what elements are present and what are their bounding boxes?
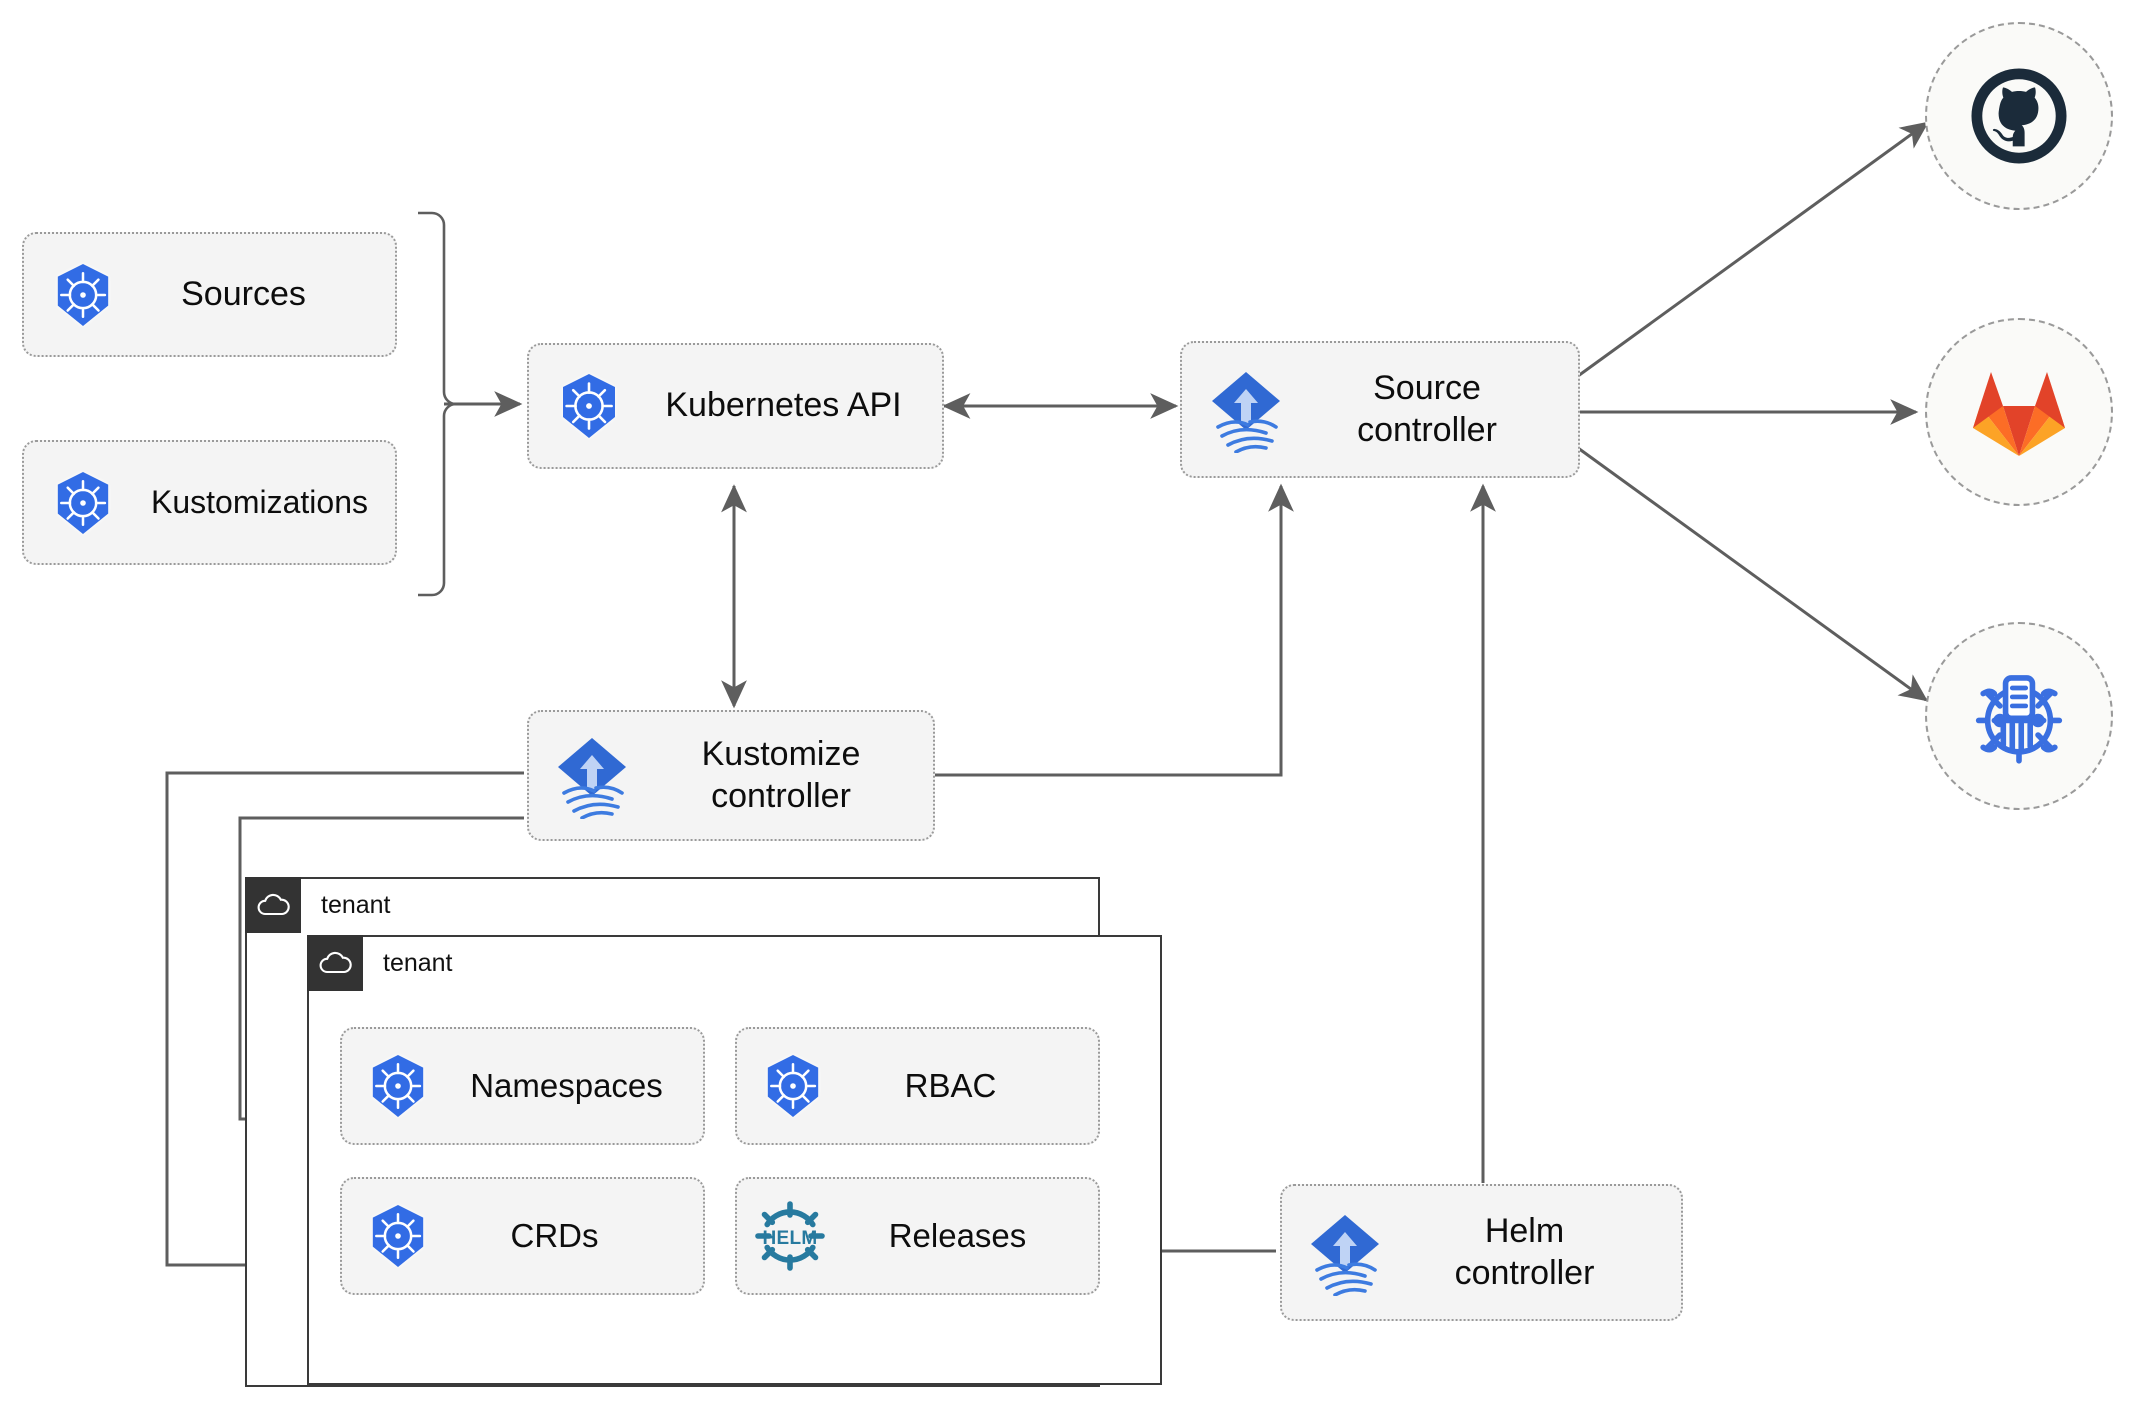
node-sources-label: Sources [181,274,306,313]
node-namespaces-label: Namespaces [470,1066,663,1104]
flux-icon [529,733,655,819]
node-helm-controller[interactable]: Helm controller [1280,1184,1683,1321]
tenant-label-1: tenant [321,890,391,919]
cloud-icon [306,934,363,991]
edge-source-helmrepo [1577,446,1928,702]
helm-icon: HELM [737,1199,843,1273]
github-icon [1971,68,2067,164]
node-kubernetes-api-label: Kubernetes API [665,386,902,425]
node-kustomizations-label: Kustomizations [151,483,368,520]
node-helm-controller-label: Helm controller [1454,1212,1595,1292]
external-source-gitlab[interactable] [1925,318,2113,506]
node-kustomize-controller[interactable]: Kustomize controller [527,710,935,841]
node-rbac[interactable]: RBAC [735,1027,1100,1145]
edge-source-github [1577,121,1929,378]
svg-text:HELM: HELM [762,1228,817,1249]
node-kustomizations[interactable]: Kustomizations [22,440,397,565]
node-sources[interactable]: Sources [22,232,397,357]
external-source-github[interactable] [1925,22,2113,210]
node-namespaces[interactable]: Namespaces [340,1027,705,1145]
node-source-controller-label: Source controller [1357,369,1497,449]
node-releases-label: Releases [888,1216,1027,1254]
kubernetes-icon [24,471,142,535]
kubernetes-icon [24,263,142,327]
edge-kustomize-tenant-1 [165,771,524,1278]
gitlab-icon [1973,372,2065,456]
node-crds-label: CRDs [510,1216,599,1254]
tenant-label-2: tenant [383,948,453,977]
external-source-helm-repository[interactable] [1925,622,2113,810]
flux-icon [1282,1210,1408,1296]
node-releases[interactable]: HELM Releases [735,1177,1100,1295]
kubernetes-icon [737,1054,849,1118]
kubernetes-icon [529,373,649,439]
node-kustomize-controller-label: Kustomize controller [701,735,861,815]
helm-repository-icon [1975,675,2063,764]
flux-icon [1182,367,1310,453]
node-kubernetes-api[interactable]: Kubernetes API [527,343,944,469]
kubernetes-icon [342,1204,454,1268]
edge-kustomize-source [934,483,1294,777]
node-source-controller[interactable]: Source controller [1180,341,1580,478]
kubernetes-icon [342,1054,454,1118]
tenant-container-2[interactable]: tenant [306,934,1162,1385]
node-rbac-label: RBAC [904,1066,997,1104]
cloud-icon [244,876,301,933]
node-crds[interactable]: CRDs [340,1177,705,1295]
